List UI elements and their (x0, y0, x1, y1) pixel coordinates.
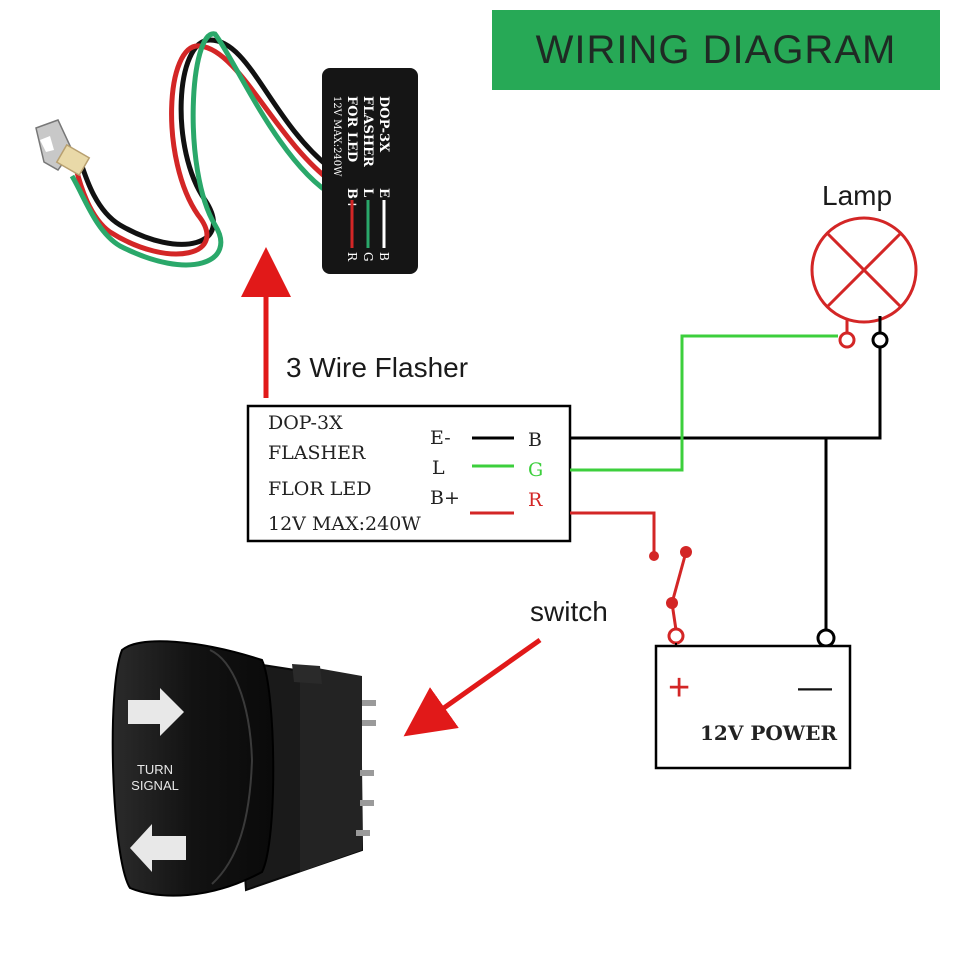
box-line-4: 12V MAX:240W (268, 513, 421, 535)
diagram-title: WIRING DIAGRAM (535, 27, 897, 72)
relay-pin-bplus: B+ (344, 188, 359, 210)
pin-b: B (528, 429, 542, 451)
switch-text-turn: TURN (137, 762, 173, 777)
battery-12v: + — 12V POWER (654, 628, 852, 770)
flasher-relay-print: DOP-3X FLASHER FOR LED 12V MAX:240W E L … (331, 96, 391, 262)
flasher-caption: 3 Wire Flasher (286, 352, 469, 383)
left-arrow-icon (130, 824, 186, 872)
pin-l: L (432, 457, 445, 479)
flasher-schematic-box: DOP-3X FLASHER FLOR LED 12V MAX:240W E- … (246, 404, 572, 543)
switch-symbol (649, 546, 692, 645)
relay-pin-e: E (376, 188, 391, 198)
pin-e-minus: E- (430, 427, 451, 449)
relay-line-1: DOP-3X (376, 96, 391, 153)
flasher-product-photo: DOP-3X FLASHER FOR LED 12V MAX:240W E L … (35, 31, 418, 274)
box-line-1: DOP-3X (268, 412, 343, 434)
terminal-lug-icon (35, 119, 91, 177)
pin-bplus: B+ (430, 487, 460, 509)
arrow-to-switch (403, 637, 542, 737)
pin-g: G (528, 459, 543, 481)
wire-black-lamp (570, 345, 882, 440)
battery-minus: — (798, 668, 832, 706)
relay-line-4: 12V MAX:240W (331, 96, 342, 177)
box-line-2: FLASHER (268, 442, 366, 464)
relay-line-3: FOR LED (344, 96, 359, 162)
product-wire-black (77, 37, 332, 247)
switch-text-signal: SIGNAL (131, 778, 179, 793)
battery-plus: + (668, 667, 690, 709)
wire-red-switch (570, 511, 656, 553)
pin-r: R (528, 489, 543, 511)
relay-end-b: B (377, 252, 391, 261)
switch-label: switch (530, 596, 608, 627)
flasher-relay-body (322, 68, 418, 274)
box-line-3: FLOR LED (268, 478, 371, 500)
rocker-switch-photo: TURN SIGNAL (111, 640, 376, 897)
relay-line-2: FLASHER (360, 96, 375, 167)
relay-pin-l: L (360, 188, 375, 197)
battery-label: 12V POWER (700, 721, 837, 745)
relay-end-g: G (361, 252, 375, 262)
title-banner: WIRING DIAGRAM (492, 10, 940, 90)
lamp-icon (810, 216, 918, 349)
lamp-label: Lamp (822, 180, 893, 211)
product-wire-green (69, 31, 336, 268)
wire-green-lamp (570, 334, 838, 472)
relay-end-r: R (345, 252, 359, 262)
right-arrow-icon (128, 688, 184, 736)
